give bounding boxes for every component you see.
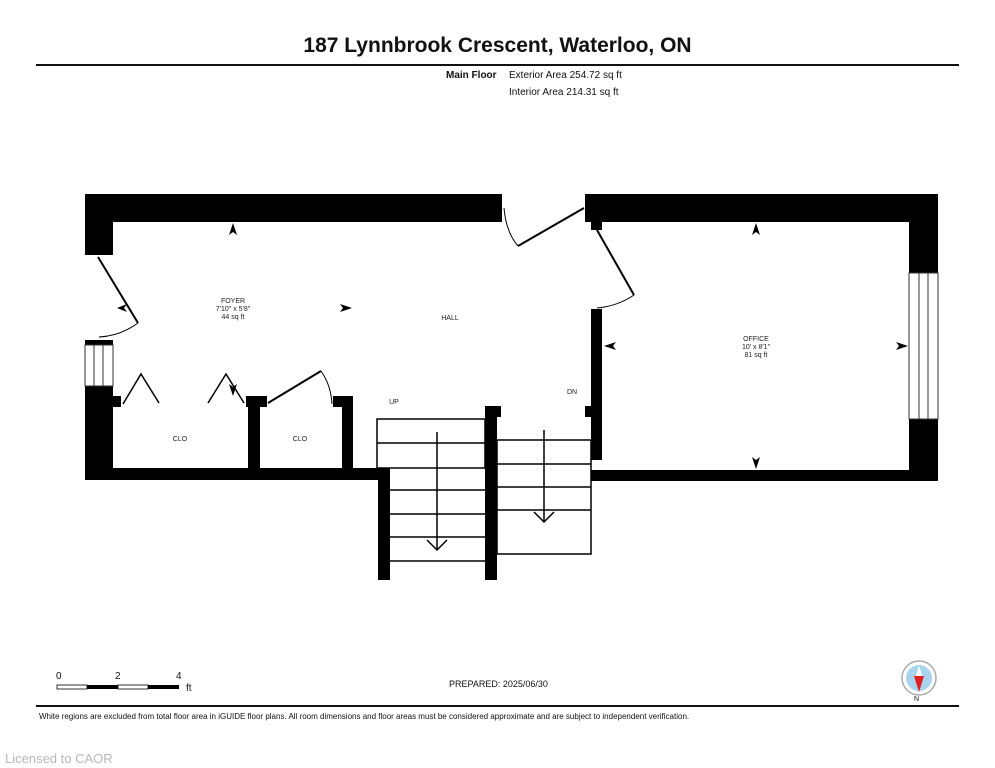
dimension-markers — [117, 223, 908, 469]
wall-stub — [113, 396, 121, 407]
wall-left-window-cap — [85, 340, 113, 345]
office-marker-bottom — [752, 457, 760, 469]
closet-2-name: CLO — [293, 436, 308, 443]
hall-door-swing — [503, 207, 519, 247]
stair-down-label: DN — [567, 389, 577, 396]
disclaimer-text: White regions are excluded from total fl… — [39, 712, 690, 721]
wall-left-lower — [85, 386, 113, 480]
scale-unit: ft — [186, 683, 192, 694]
floor-name: Main Floor — [446, 70, 497, 81]
office-marker-top — [752, 223, 760, 235]
compass-icon — [901, 660, 937, 696]
wall-left-upper — [85, 194, 113, 255]
closet-divider-2 — [342, 396, 353, 471]
scale-bar — [56, 684, 179, 690]
office-marker-left — [604, 342, 616, 350]
scale-tick-0: 0 — [56, 671, 62, 682]
stair-wall-center-cap — [485, 406, 501, 417]
office-dimensions: 10' x 8'1" — [742, 344, 771, 351]
stair-up-label: UP — [389, 399, 399, 406]
stair-wall-center — [485, 406, 497, 580]
scale-tick-4: 4 — [176, 671, 182, 682]
foyer-marker-left — [117, 304, 127, 312]
closet-door-2-swing — [320, 370, 333, 405]
wall-bottom-left — [85, 468, 385, 480]
doors — [97, 207, 635, 405]
window-left — [84, 344, 114, 387]
office-door — [596, 229, 635, 296]
office-name: OFFICE — [743, 336, 769, 343]
closet-door-2 — [267, 370, 322, 404]
stair-wall-left — [378, 468, 390, 580]
stairs — [376, 418, 592, 562]
footer-divider — [36, 705, 959, 707]
wall-right-upper — [909, 194, 938, 273]
scale-tick-2: 2 — [115, 671, 121, 682]
foyer-dimensions: 7'10" x 5'8" — [216, 306, 251, 313]
office-wall-cap — [585, 406, 591, 417]
plan-title: 187 Lynnbrook Crescent, Waterloo, ON — [303, 34, 692, 57]
prepared-date: PREPARED: 2025/06/30 — [449, 679, 548, 689]
title-divider — [36, 64, 959, 66]
foyer-marker-top — [229, 223, 237, 235]
closet-bifold-door-right — [207, 372, 245, 404]
walls — [85, 194, 938, 580]
wall-top-right — [585, 194, 938, 222]
compass-north-label: N — [914, 696, 920, 703]
foyer-name: FOYER — [221, 298, 245, 305]
windows — [84, 272, 939, 420]
office-door-swing — [596, 294, 635, 309]
front-door-swing — [98, 322, 139, 338]
foyer-marker-bottom — [229, 384, 237, 396]
office-wall-left — [591, 309, 602, 460]
foyer-area: 44 sq ft — [222, 314, 245, 321]
license-watermark: Licensed to CAOR — [5, 751, 113, 766]
office-area: 81 sq ft — [745, 352, 768, 359]
wall-top-left — [85, 194, 502, 222]
compass-needle — [914, 676, 924, 692]
exterior-area: Exterior Area 254.72 sq ft — [509, 70, 622, 81]
closet-divider-1 — [248, 396, 260, 471]
interior-area: Interior Area 214.31 sq ft — [509, 87, 619, 98]
foyer-marker-right — [340, 304, 352, 312]
hall-door — [517, 207, 585, 247]
closet-1-name: CLO — [173, 436, 188, 443]
wall-bottom-right — [591, 470, 938, 481]
window-right — [908, 272, 939, 420]
closet-bifold-door-left — [122, 372, 160, 405]
office-marker-right — [896, 342, 908, 350]
wall-stub-right — [591, 222, 602, 230]
hall-name: HALL — [441, 315, 459, 322]
front-door — [97, 256, 139, 324]
